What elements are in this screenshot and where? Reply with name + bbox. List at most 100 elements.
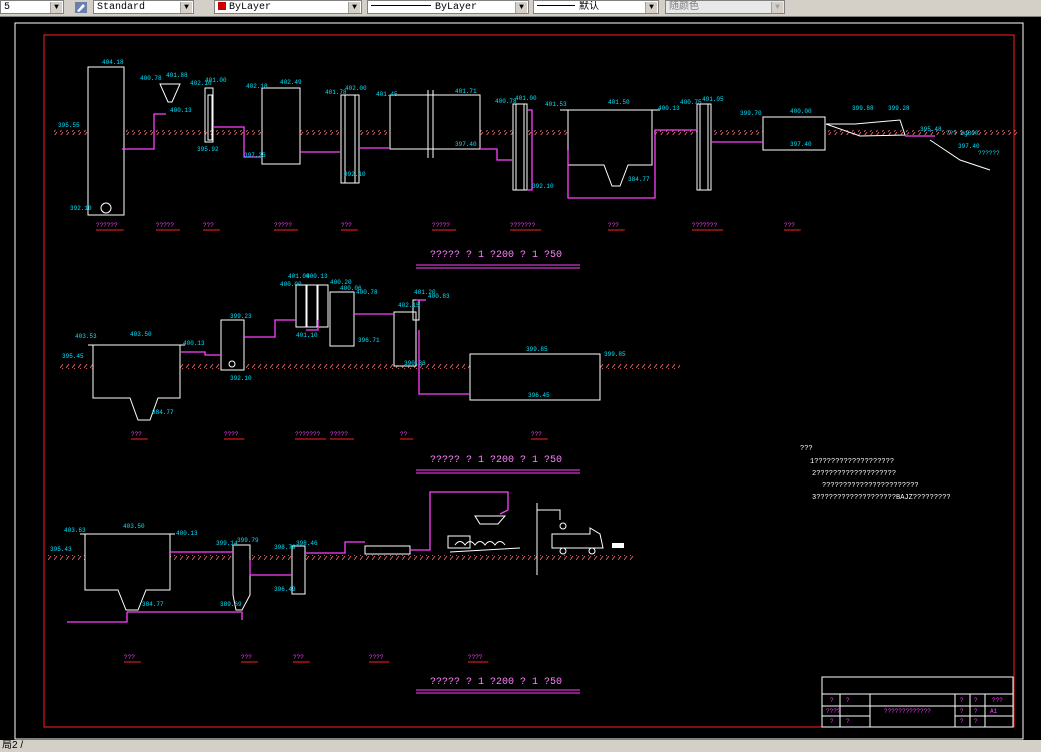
sheet-outer-border [14, 22, 1024, 740]
svg-text:398.79: 398.79 [274, 544, 296, 551]
svg-text:401.53: 401.53 [545, 101, 567, 108]
svg-text:389.69: 389.69 [220, 601, 242, 608]
tb-c5: ? [974, 708, 978, 715]
sludge-thickener [232, 544, 251, 611]
component-label: ????? [432, 222, 450, 229]
svg-text:397.40: 397.40 [790, 141, 812, 148]
svg-text:402.49: 402.49 [280, 79, 302, 86]
chevron-down-icon[interactable]: ▼ [180, 2, 192, 13]
svg-text:401.50: 401.50 [608, 99, 630, 106]
dimension-style-value: 5 [4, 2, 11, 13]
text-style-value: Standard [97, 2, 146, 13]
lineweight-preview [537, 5, 575, 6]
drawing-canvas[interactable]: 404.18 395.55 392.10 400.78 401.88 402.1… [0, 16, 1041, 740]
svg-text:397.25: 397.25 [244, 152, 266, 159]
svg-text:392.10: 392.10 [344, 171, 366, 178]
dimension-style-dropdown[interactable]: 5 ▼ [0, 0, 64, 14]
component-label: ??? [241, 654, 252, 661]
component-label: ?????? [96, 222, 118, 229]
note-1: 1??????????????????? [810, 458, 894, 466]
svg-text:401.00: 401.00 [205, 77, 227, 84]
tb-c4: ? [960, 708, 964, 715]
svg-text:399.14: 399.14 [216, 540, 238, 547]
chevron-down-icon[interactable]: ▼ [645, 2, 657, 13]
notes-title: ??? [800, 445, 813, 453]
layout-tab-bar[interactable]: 局2 / [0, 740, 1041, 752]
svg-text:401.00: 401.00 [515, 95, 537, 102]
chevron-down-icon[interactable]: ▼ [771, 2, 783, 13]
color-value: ByLayer [229, 2, 272, 13]
svg-text:399.28: 399.28 [888, 105, 910, 112]
svg-text:403.50: 403.50 [123, 523, 145, 530]
tank-a [389, 94, 481, 150]
chevron-down-icon[interactable]: ▼ [50, 2, 62, 13]
component-label: ??????? [510, 222, 536, 229]
notes: ??? 1??????????????????? 2??????????????… [800, 445, 951, 502]
ground-line [54, 130, 1018, 135]
section-title-1: ????? ? 1 ?200 ? 1 ?50 [430, 250, 562, 261]
svg-text:399.85: 399.85 [526, 346, 548, 353]
linetype-preview [371, 5, 431, 6]
svg-text:396.49: 396.49 [274, 586, 296, 593]
svg-text:401.20: 401.20 [414, 289, 436, 296]
screen-hopper [159, 83, 181, 103]
component-label: ??? [131, 431, 142, 438]
color-dropdown[interactable]: ByLayer ▼ [214, 0, 362, 14]
svg-text:400.83: 400.83 [428, 293, 450, 300]
svg-text:400.00: 400.00 [280, 281, 302, 288]
svg-text:400.78: 400.78 [140, 75, 162, 82]
svg-text:399.88: 399.88 [852, 105, 874, 112]
linetype-value: ByLayer [435, 2, 478, 13]
svg-text:395.92: 395.92 [197, 146, 219, 153]
component-label: ????? [156, 222, 174, 229]
svg-text:400.13: 400.13 [306, 273, 328, 280]
svg-text:395.55: 395.55 [58, 122, 80, 129]
svg-text:397.40: 397.40 [958, 143, 980, 150]
component-label: ??? [124, 654, 135, 661]
note-2: 2??????????????????? [812, 470, 896, 478]
component-label: ?? [400, 431, 408, 438]
svg-text:396.71: 396.71 [358, 337, 380, 344]
svg-text:395.48: 395.48 [920, 126, 942, 133]
layout-tab[interactable]: 局2 / [2, 740, 24, 751]
text-style-dropdown[interactable]: Standard ▼ [93, 0, 194, 14]
svg-text:399.70: 399.70 [740, 110, 762, 117]
tb-r1b: ? [846, 697, 850, 704]
linetype-dropdown[interactable]: ByLayer ▼ [367, 0, 529, 14]
svg-text:384.77: 384.77 [152, 409, 174, 416]
section-title-3: ????? ? 1 ?200 ? 1 ?50 [430, 677, 562, 688]
svg-text:395.45: 395.45 [62, 353, 84, 360]
svg-text:401.88: 401.88 [166, 72, 188, 79]
text-style-icon[interactable] [74, 1, 88, 14]
tb-c8: ? [974, 718, 978, 725]
chevron-down-icon[interactable]: ▼ [348, 2, 360, 13]
lineweight-dropdown[interactable]: 默认 ▼ [533, 0, 659, 14]
inlet-well [87, 66, 125, 216]
tb-c1: ? [960, 697, 964, 704]
component-label: ???? [224, 431, 239, 438]
color-swatch [218, 2, 226, 10]
component-label: ??????? [295, 431, 321, 438]
plot-style-value: 随颜色 [669, 2, 699, 13]
svg-text:404.18: 404.18 [102, 59, 124, 66]
outlet-sub: ?????? [978, 150, 1000, 157]
svg-text:399.23: 399.23 [230, 313, 252, 320]
component-label: ??????? [692, 222, 718, 229]
plot-style-dropdown[interactable]: 随颜色 ▼ [665, 0, 785, 14]
process-row-2: 403.53 395.45 403.50 400.13 384.77 399.2… [60, 273, 680, 440]
outlet-label: ??? Dg800 [946, 130, 979, 137]
section-titles: ????? ? 1 ?200 ? 1 ?50 ????? ? 1 ?200 ? … [416, 250, 580, 694]
chevron-down-icon[interactable]: ▼ [515, 2, 527, 13]
svg-text:401.45: 401.45 [376, 91, 398, 98]
component-label: ????? [330, 431, 348, 438]
svg-text:400.13: 400.13 [183, 340, 205, 347]
title-block: ? ? ???? ? ? ????????????? ? ? ??? ? ? A… [821, 676, 1014, 728]
svg-text:384.77: 384.77 [628, 176, 650, 183]
component-label: ???? [369, 654, 384, 661]
svg-text:401.00: 401.00 [288, 273, 310, 280]
svg-text:401.05: 401.05 [702, 96, 724, 103]
component-label: ??? [293, 654, 304, 661]
clear-water-tank [469, 353, 601, 401]
tb-main: ????????????? [884, 708, 931, 715]
tb-c2: ? [974, 697, 978, 704]
